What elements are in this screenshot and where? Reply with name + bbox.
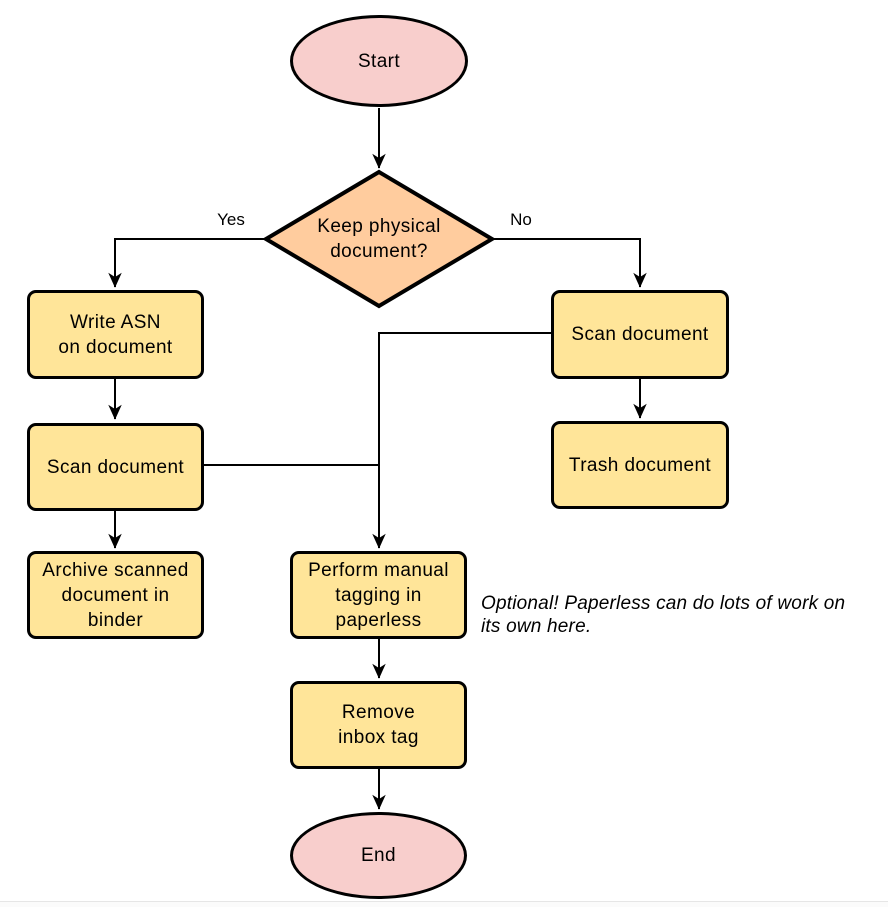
process-node-manual-tagging: Perform manual tagging in paperless <box>290 551 467 639</box>
page-bottom-edge <box>0 901 888 907</box>
start-label: Start <box>357 50 401 72</box>
archive-binder-label: Archive scanned document in binder <box>42 559 189 631</box>
process-node-write-asn: Write ASN on document <box>27 290 204 379</box>
process-node-archive-binder: Archive scanned document in binder <box>27 551 204 639</box>
edge-label-no: No <box>510 210 532 229</box>
edge-label-yes: Yes <box>217 210 245 229</box>
process-node-remove-inbox-tag: Remove inbox tag <box>290 681 467 769</box>
process-node-trash-document: Trash document <box>551 421 729 509</box>
decision-node-label: Keep physical document? <box>317 216 441 262</box>
edge-decision-no-to-scan-right <box>492 238 647 288</box>
process-node-scan-document-right: Scan document <box>551 290 729 379</box>
manual-tagging-label: Perform manual tagging in paperless <box>308 559 449 631</box>
optional-note-text: Optional! Paperless can do lots of work … <box>481 593 846 637</box>
end-terminal-node: End <box>290 812 467 899</box>
end-label: End <box>360 845 396 866</box>
write-asn-label: Write ASN on document <box>58 311 173 358</box>
scan-document-left-label: Scan document <box>46 456 185 478</box>
edge-decision-yes-to-write-asn <box>108 238 266 288</box>
scan-document-right-label: Scan document <box>571 324 709 345</box>
decision-diamond-shape <box>262 169 496 309</box>
process-node-scan-document-left: Scan document <box>27 423 204 511</box>
edge-scan-right-to-tagging <box>372 332 551 549</box>
remove-inbox-tag-label: Remove inbox tag <box>338 702 419 748</box>
start-terminal-node: Start <box>290 15 468 107</box>
trash-document-label: Trash document <box>568 454 712 476</box>
